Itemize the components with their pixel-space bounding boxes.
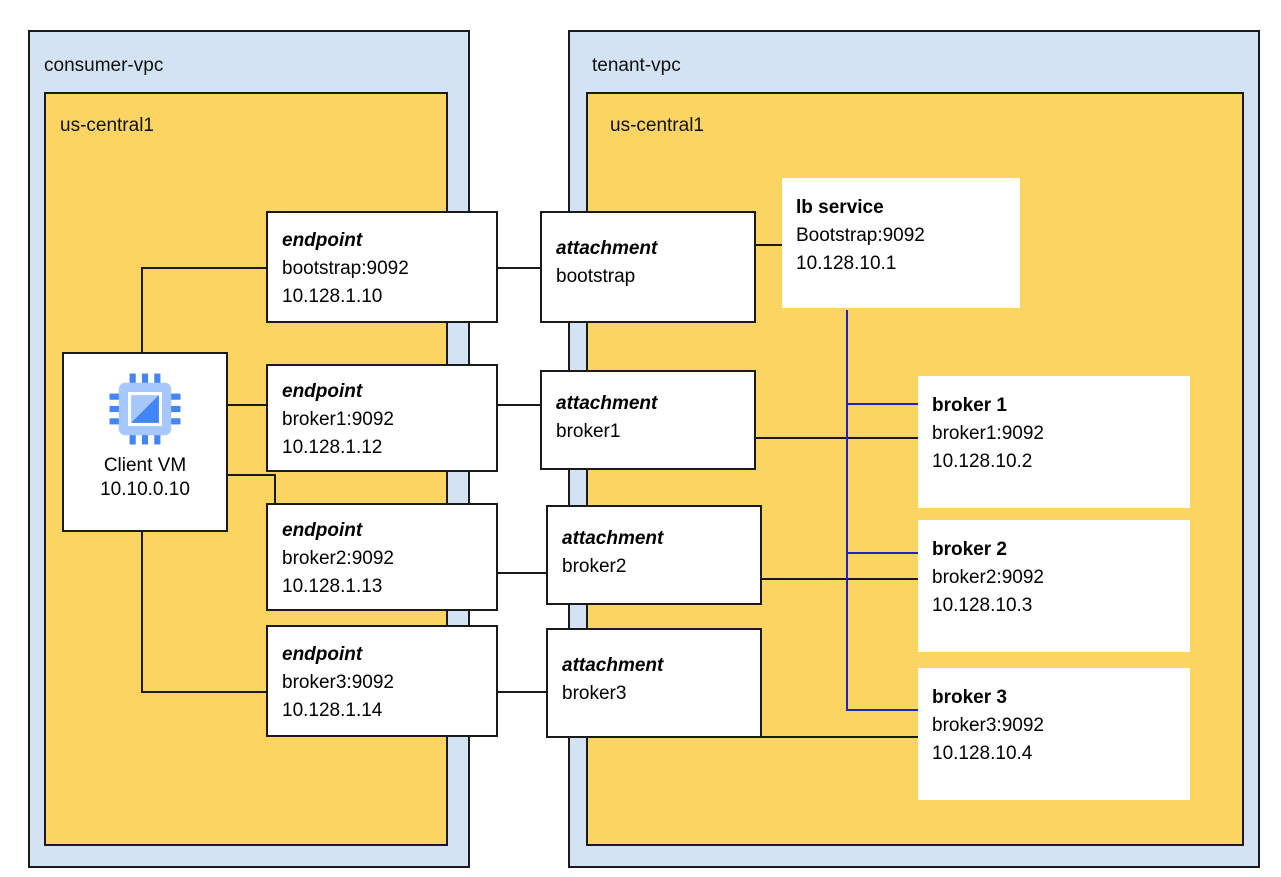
endpoint-bootstrap-ip: 10.128.1.10 (282, 286, 383, 307)
wire-vm-bootstrap-vertical (141, 267, 143, 353)
endpoint-broker3-kind: endpoint (282, 644, 363, 665)
attachment-broker2-name: broker2 (562, 556, 627, 577)
lb-service-ip: 10.128.10.1 (796, 253, 897, 274)
attachment-broker3[interactable]: attachment broker3 (546, 628, 762, 738)
attachment-bootstrap[interactable]: attachment bootstrap (540, 211, 756, 323)
endpoint-broker3[interactable]: endpoint broker3:9092 10.128.1.14 (266, 625, 498, 737)
wire-endpoint-attachment-broker2 (498, 572, 546, 574)
wire-vm-broker3-horizontal (141, 691, 266, 693)
wire-vm-broker1 (228, 404, 266, 406)
attachment-broker3-kind: attachment (562, 655, 664, 676)
endpoint-broker1-ip: 10.128.1.12 (282, 437, 383, 458)
broker-3-ip: 10.128.10.4 (932, 743, 1033, 764)
cpu-chip-icon (108, 372, 182, 446)
wire-attachment-broker1 (756, 437, 918, 439)
attachment-broker2-kind: attachment (562, 528, 664, 549)
endpoint-broker1-host: broker1:9092 (282, 409, 394, 430)
endpoint-broker2-kind: endpoint (282, 520, 363, 541)
endpoint-broker2-ip: 10.128.1.13 (282, 576, 383, 597)
lb-service-title: lb service (796, 197, 884, 218)
endpoint-broker2[interactable]: endpoint broker2:9092 10.128.1.13 (266, 503, 498, 611)
broker-2-node[interactable]: broker 2 broker2:9092 10.128.10.3 (918, 520, 1190, 652)
attachment-bootstrap-kind: attachment (556, 238, 658, 259)
lb-service-host: Bootstrap:9092 (796, 225, 925, 246)
endpoint-broker3-host: broker3:9092 (282, 672, 394, 693)
attachment-broker2[interactable]: attachment broker2 (546, 505, 762, 605)
wire-vm-bootstrap-horizontal (141, 267, 266, 269)
lb-bus-branch-broker3 (846, 709, 918, 711)
consumer-region-label: us-central1 (60, 115, 154, 136)
broker-3-title: broker 3 (932, 687, 1007, 708)
broker-3-host: broker3:9092 (932, 715, 1044, 736)
broker-1-ip: 10.128.10.2 (932, 451, 1033, 472)
wire-endpoint-attachment-bootstrap (498, 267, 540, 269)
attachment-broker3-name: broker3 (562, 683, 627, 704)
broker-2-host: broker2:9092 (932, 567, 1044, 588)
client-vm-ip: 10.10.0.10 (100, 479, 190, 500)
broker-3-node[interactable]: broker 3 broker3:9092 10.128.10.4 (918, 668, 1190, 800)
broker-1-host: broker1:9092 (932, 423, 1044, 444)
endpoint-bootstrap-kind: endpoint (282, 230, 363, 251)
broker-1-title: broker 1 (932, 395, 1007, 416)
lb-bus-vertical (846, 310, 848, 711)
endpoint-broker2-host: broker2:9092 (282, 548, 394, 569)
broker-1-node[interactable]: broker 1 broker1:9092 10.128.10.2 (918, 376, 1190, 508)
endpoint-broker3-ip: 10.128.1.14 (282, 700, 383, 721)
broker-2-title: broker 2 (932, 539, 1007, 560)
tenant-region-label: us-central1 (610, 115, 704, 136)
attachment-broker1[interactable]: attachment broker1 (540, 370, 756, 470)
wire-vm-broker3-vertical (141, 531, 143, 693)
lb-service-node[interactable]: lb service Bootstrap:9092 10.128.10.1 (782, 178, 1020, 308)
attachment-bootstrap-name: bootstrap (556, 266, 636, 287)
endpoint-broker1-kind: endpoint (282, 381, 363, 402)
endpoint-bootstrap[interactable]: endpoint bootstrap:9092 10.128.1.10 (266, 211, 498, 323)
endpoint-broker1[interactable]: endpoint broker1:9092 10.128.1.12 (266, 364, 498, 472)
attachment-broker1-kind: attachment (556, 393, 658, 414)
wire-endpoint-attachment-broker1 (498, 404, 540, 406)
broker-2-ip: 10.128.10.3 (932, 595, 1033, 616)
wire-attachment-lb-bootstrap (756, 244, 782, 246)
lb-bus-branch-broker2 (846, 552, 918, 554)
attachment-broker1-name: broker1 (556, 421, 621, 442)
wire-attachment-broker3 (762, 736, 918, 738)
lb-bus-branch-broker1 (846, 403, 918, 405)
consumer-vpc-label: consumer-vpc (44, 55, 164, 76)
tenant-vpc-label: tenant-vpc (592, 55, 681, 76)
wire-attachment-broker2 (762, 578, 918, 580)
wire-vm-broker2-seg1 (228, 474, 276, 476)
endpoint-bootstrap-host: bootstrap:9092 (282, 258, 409, 279)
wire-endpoint-attachment-broker3 (498, 691, 546, 693)
client-vm-node[interactable]: Client VM 10.10.0.10 (62, 352, 228, 532)
client-vm-name: Client VM (103, 455, 187, 476)
